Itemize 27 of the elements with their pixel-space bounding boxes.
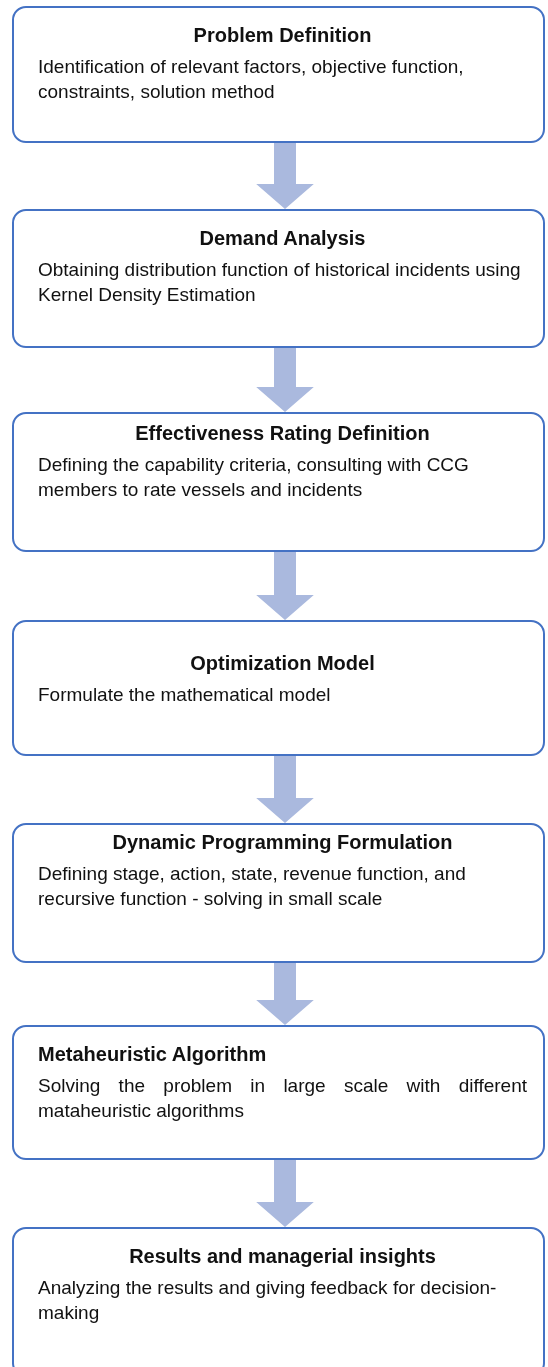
- block-arrow: [256, 143, 314, 209]
- step-description: Analyzing the results and giving feedback for decision-making: [38, 1276, 498, 1325]
- step-title: Problem Definition: [192, 24, 373, 47]
- step-description: Identification of relevant factors, objective function, constraints, solution method: [38, 55, 465, 104]
- step-title: Results and managerial insights: [128, 1245, 437, 1268]
- block-arrow: [256, 348, 314, 412]
- process-box: [12, 823, 545, 963]
- step-title: Metaheuristic Algorithm: [38, 1043, 268, 1066]
- step-title: Dynamic Programming Formulation: [111, 831, 454, 854]
- process-box: [12, 209, 545, 348]
- step-description: Obtaining distribution function of historical incidents using Kernel Density Estimation: [38, 258, 522, 307]
- step-description: Defining the capability criteria, consulting with CCG members to rate vessels and incidents: [38, 453, 470, 502]
- block-arrow: [256, 1160, 314, 1227]
- process-box: [12, 1025, 545, 1160]
- step-title: Effectiveness Rating Definition: [134, 422, 431, 445]
- step-description: Formulate the mathematical model: [38, 683, 332, 707]
- process-box: [12, 412, 545, 552]
- process-box: [12, 1227, 545, 1367]
- process-box: [12, 6, 545, 143]
- process-box: [12, 620, 545, 756]
- block-arrow: [256, 552, 314, 620]
- step-title: Optimization Model: [189, 652, 376, 675]
- block-arrow: [256, 963, 314, 1025]
- step-description: Defining stage, action, state, revenue function, and recursive function - solving in small scale: [38, 862, 467, 911]
- step-title: Demand Analysis: [198, 227, 367, 250]
- step-description: Solving the problem in large scale with different mataheuristic algorithms: [38, 1074, 527, 1123]
- block-arrow: [256, 756, 314, 823]
